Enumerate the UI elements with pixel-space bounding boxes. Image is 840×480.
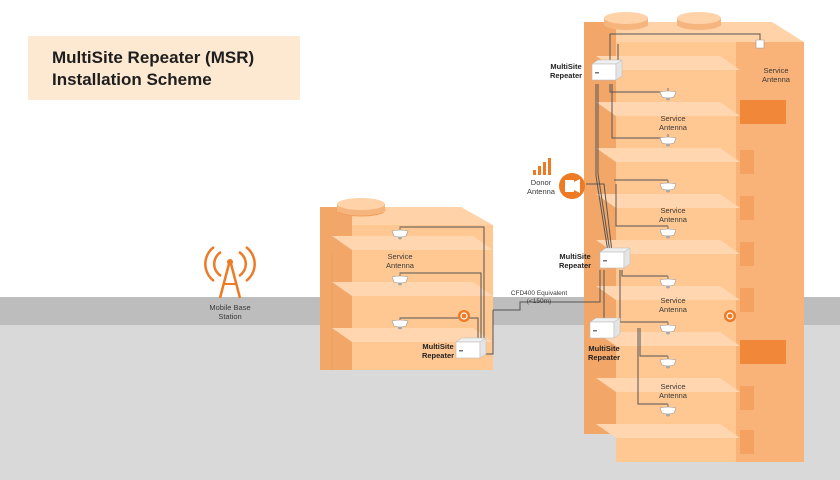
service-antenna — [659, 404, 677, 417]
service-antenna — [755, 39, 765, 49]
service-antenna — [391, 318, 409, 330]
title-box: MultiSite Repeater (MSR) Installation Sc… — [28, 36, 300, 100]
service-antenna — [391, 273, 409, 286]
service-antenna — [659, 88, 677, 101]
title-line-1: MultiSite Repeater (MSR) — [52, 48, 255, 67]
generator-badge-icon — [458, 310, 470, 322]
service-antenna — [659, 180, 677, 193]
inter-building-cable — [486, 310, 494, 355]
tall-building-cabling — [493, 33, 761, 405]
service-antenna — [659, 226, 677, 239]
repeater-unit — [599, 247, 631, 269]
service-antenna — [659, 322, 677, 335]
signal-bars-icon — [533, 158, 551, 175]
generator-badge-icon — [724, 310, 736, 322]
cable-label: CFD400 Equivalent(<150m) — [510, 290, 568, 305]
repeater-unit — [591, 59, 623, 81]
donor-antenna-icon — [559, 173, 585, 199]
service-antenna — [659, 356, 677, 369]
repeater-unit — [455, 337, 487, 359]
service-antenna — [391, 227, 409, 240]
title-line-2: Installation Scheme — [52, 70, 212, 89]
service-antenna — [659, 134, 677, 147]
service-antenna — [659, 276, 677, 289]
repeater-unit — [589, 317, 621, 339]
tall-building — [584, 12, 804, 462]
cell-tower-icon — [204, 245, 256, 299]
